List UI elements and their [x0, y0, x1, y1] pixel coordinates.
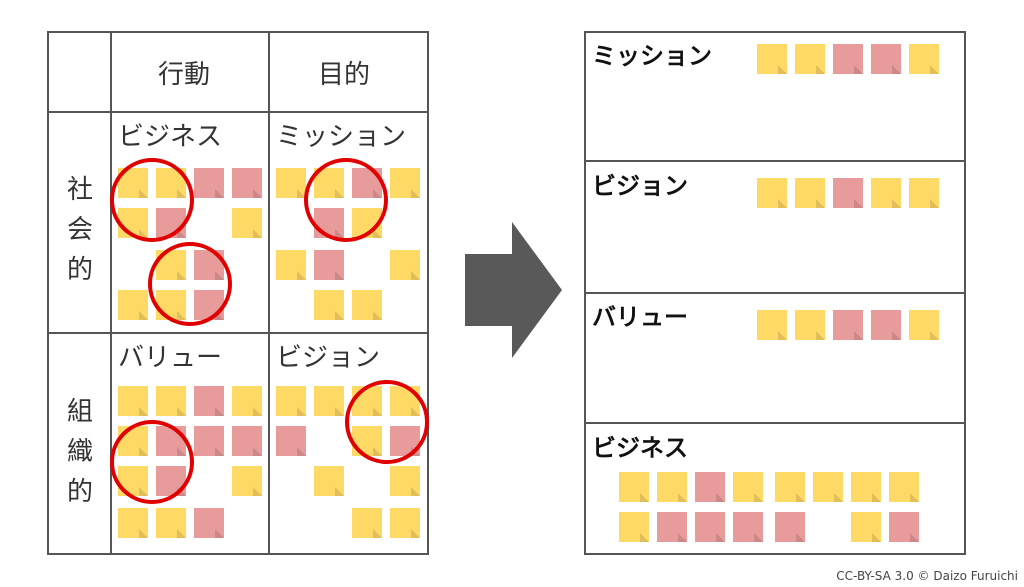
sticky-note: [156, 508, 186, 538]
sticky-note: [695, 512, 725, 542]
sticky-note: [276, 426, 306, 456]
highlight-circle: [110, 420, 194, 504]
sticky-note: [232, 466, 262, 496]
highlight-circle: [345, 380, 429, 464]
column-header-purpose: 目的: [318, 60, 371, 90]
section-title-vision: ビジョン: [592, 172, 688, 200]
sticky-note: [909, 310, 939, 340]
sticky-note: [276, 250, 306, 280]
sticky-note: [871, 178, 901, 208]
sticky-note: [352, 290, 382, 320]
sticky-note: [833, 44, 863, 74]
sticky-note: [889, 512, 919, 542]
sticky-note: [889, 472, 919, 502]
cell-label-mission: ミッション: [276, 122, 407, 152]
sticky-note: [757, 178, 787, 208]
sticky-note: [232, 168, 262, 198]
row-header-organizational: 組織的: [66, 397, 93, 507]
sticky-note: [619, 472, 649, 502]
sticky-note: [833, 178, 863, 208]
sticky-note: [851, 512, 881, 542]
sticky-note: [695, 472, 725, 502]
sticky-note: [795, 310, 825, 340]
sticky-note: [194, 508, 224, 538]
sticky-note: [390, 508, 420, 538]
sticky-note: [657, 512, 687, 542]
sticky-note: [813, 472, 843, 502]
sticky-note: [757, 310, 787, 340]
sticky-note: [757, 44, 787, 74]
sticky-note: [314, 386, 344, 416]
sticky-note: [314, 466, 344, 496]
sticky-note: [118, 290, 148, 320]
section-title-business: ビジネス: [592, 434, 688, 462]
sticky-note: [871, 44, 901, 74]
highlight-circle: [304, 158, 388, 242]
sticky-note: [619, 512, 649, 542]
cell-label-vision: ビジョン: [276, 343, 381, 373]
sticky-note: [775, 472, 805, 502]
sticky-note: [390, 168, 420, 198]
sticky-note: [851, 472, 881, 502]
sticky-note: [314, 290, 344, 320]
sticky-note: [390, 466, 420, 496]
highlight-circle: [110, 158, 194, 242]
sticky-note: [314, 250, 344, 280]
sticky-note: [194, 386, 224, 416]
cell-label-business: ビジネス: [118, 122, 223, 152]
row-header-social: 社会的: [66, 175, 93, 285]
sticky-note: [871, 310, 901, 340]
sticky-note: [657, 472, 687, 502]
sticky-note: [194, 426, 224, 456]
sticky-note: [352, 508, 382, 538]
sticky-note: [194, 168, 224, 198]
sticky-note: [733, 512, 763, 542]
sticky-note: [833, 310, 863, 340]
sticky-note: [156, 386, 186, 416]
sticky-note: [232, 208, 262, 238]
sticky-note: [909, 178, 939, 208]
sticky-note: [795, 178, 825, 208]
sticky-note: [733, 472, 763, 502]
sticky-note: [232, 386, 262, 416]
sticky-note: [118, 386, 148, 416]
license-credit: CC-BY-SA 3.0 © Daizo Furuichi: [836, 569, 1018, 583]
sticky-note: [276, 386, 306, 416]
sticky-note: [795, 44, 825, 74]
section-title-value: バリュー: [592, 303, 688, 331]
section-title-mission: ミッション: [592, 42, 712, 70]
sticky-note: [909, 44, 939, 74]
sticky-note: [118, 508, 148, 538]
column-header-action: 行動: [158, 60, 211, 90]
sticky-note: [775, 512, 805, 542]
sticky-note: [232, 426, 262, 456]
sticky-note: [276, 168, 306, 198]
highlight-circle: [148, 242, 232, 326]
sticky-note: [390, 250, 420, 280]
cell-label-value: バリュー: [118, 343, 223, 373]
